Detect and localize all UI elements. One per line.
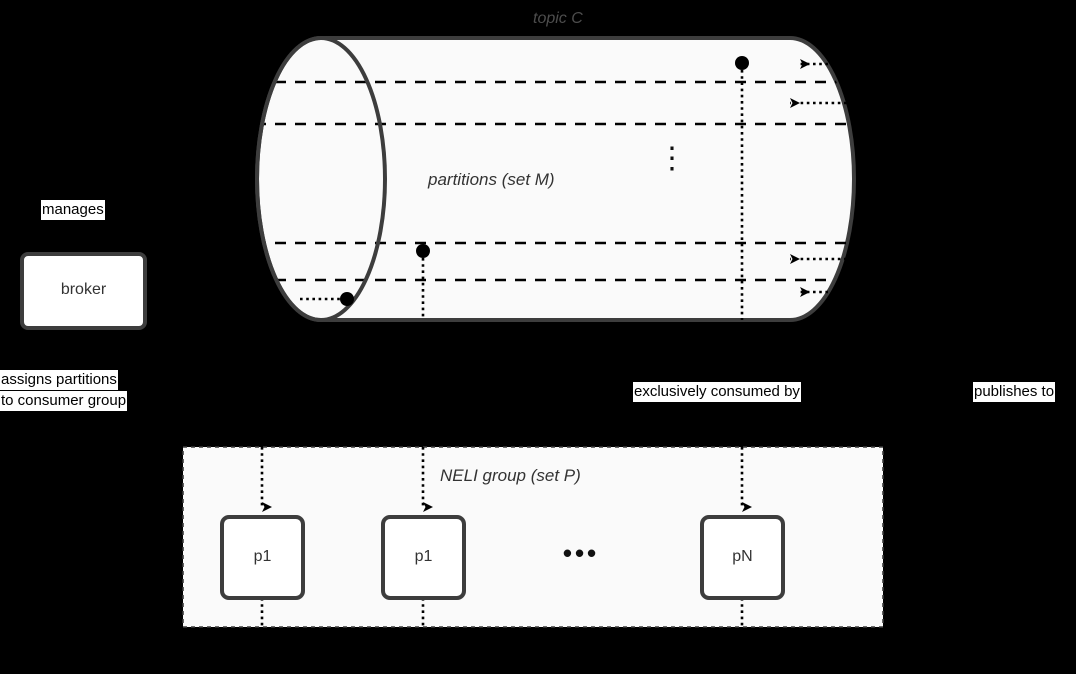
group-member-box[interactable] [700,515,785,600]
edge-endpoint-dot [735,56,749,70]
group-member-nodes [220,515,785,600]
publishes-edge-label: publishes to [973,382,1056,402]
partition-dividers [257,80,854,282]
consumed-edge-label: exclusively consumed by [633,382,801,402]
broker-manages-edge [300,292,354,306]
group-member-box[interactable] [220,515,305,600]
topic-cylinder [255,36,856,322]
publish-arrows [790,59,1076,297]
assigns-edge-label-line1: assigns partitions [0,370,118,390]
group-member-label-3: pN [732,548,753,565]
broker-label: broker [60,281,107,298]
group-member-label-2: p1 [414,548,433,565]
broker-node[interactable] [20,252,147,330]
neli-group-label: NELI group (set P) [440,466,581,485]
horizontal-ellipsis-icon: ••• [562,538,600,568]
group-member-label-1: p1 [253,548,272,565]
topic-title: topic C [533,10,583,27]
partitions-label: partitions (set M) [428,170,555,189]
edge-endpoint-dot [340,292,354,306]
consume-edges [260,56,752,627]
edge-endpoint-dot [416,244,430,258]
assigns-edge-label-line2: to consumer group [0,391,128,411]
vertical-ellipsis-icon: ⋮ [657,142,687,175]
manages-edge-label: manages [41,200,105,220]
group-member-box[interactable] [381,515,466,600]
cylinder-front-cap [255,36,387,322]
